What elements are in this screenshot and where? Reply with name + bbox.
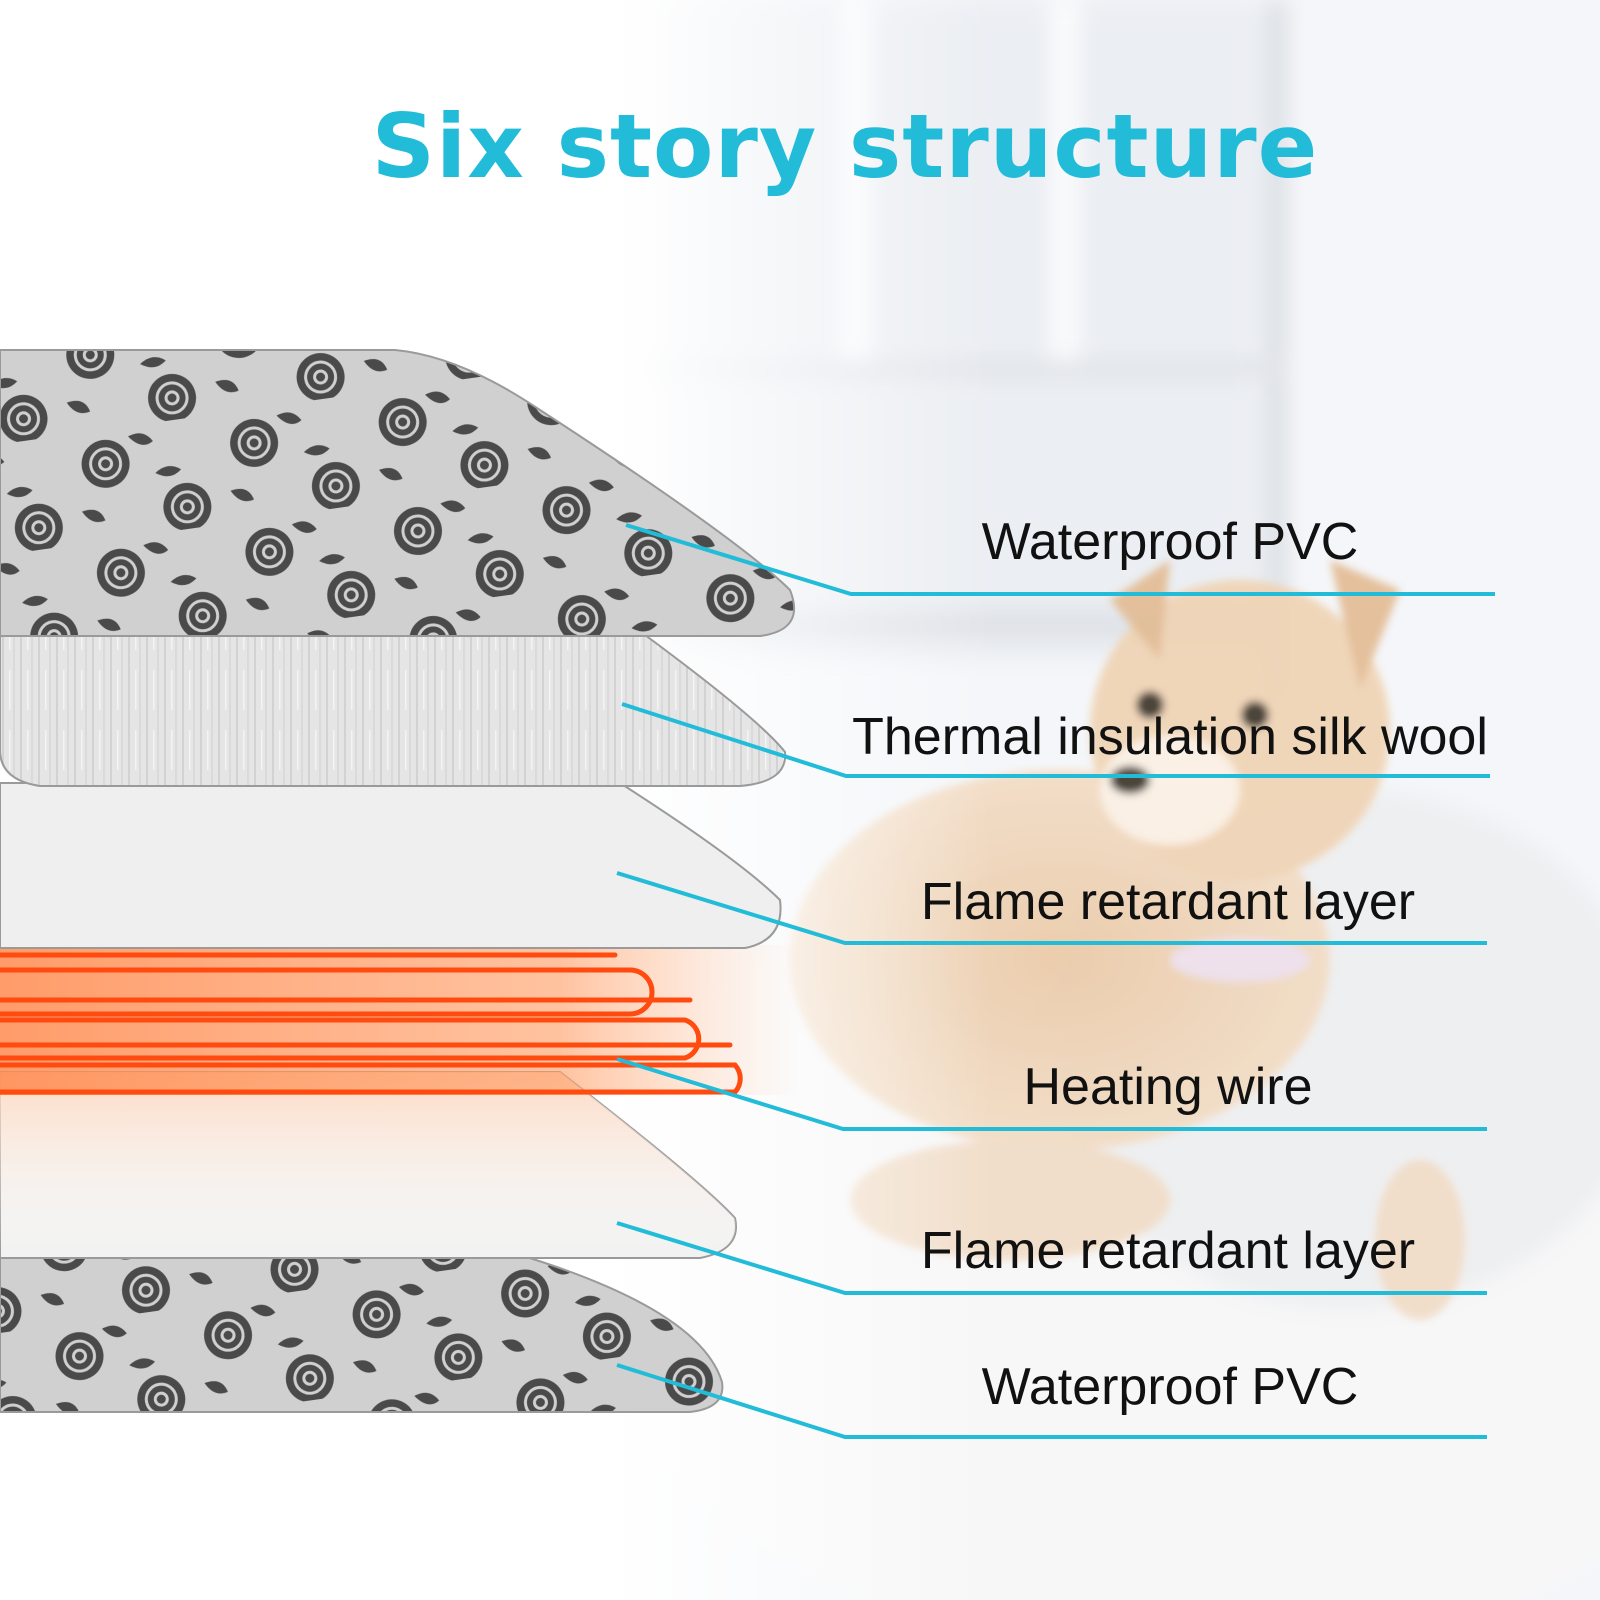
callout-line-3 (616, 871, 1487, 945)
layer-lower-flame-retardant (0, 1071, 737, 1259)
layer-label-4: Heating wire (1023, 1058, 1313, 1116)
callout-line-4 (616, 1057, 1487, 1131)
layer-label-5: Flame retardant layer (920, 1222, 1416, 1280)
page-title: Six story structure (371, 95, 1319, 198)
callout-line-1 (625, 523, 1495, 596)
layer-label-2: Thermal insulation silk wool (852, 708, 1488, 766)
layer-silk-wool (0, 634, 787, 787)
layer-top-pvc (0, 349, 796, 637)
callout-line-2 (621, 702, 1490, 778)
layer-label-6: Waterproof PVC (981, 1358, 1359, 1416)
callout-lines (616, 523, 1495, 1439)
callout-line-5 (616, 1221, 1487, 1295)
layer-label-3: Flame retardant layer (920, 873, 1416, 931)
layer-label-1: Waterproof PVC (981, 513, 1359, 571)
layer-heating-wire (0, 945, 800, 1095)
callout-line-6 (616, 1363, 1487, 1439)
layer-bottom-pvc (0, 1254, 724, 1413)
layer-upper-flame-retardant (0, 782, 782, 949)
